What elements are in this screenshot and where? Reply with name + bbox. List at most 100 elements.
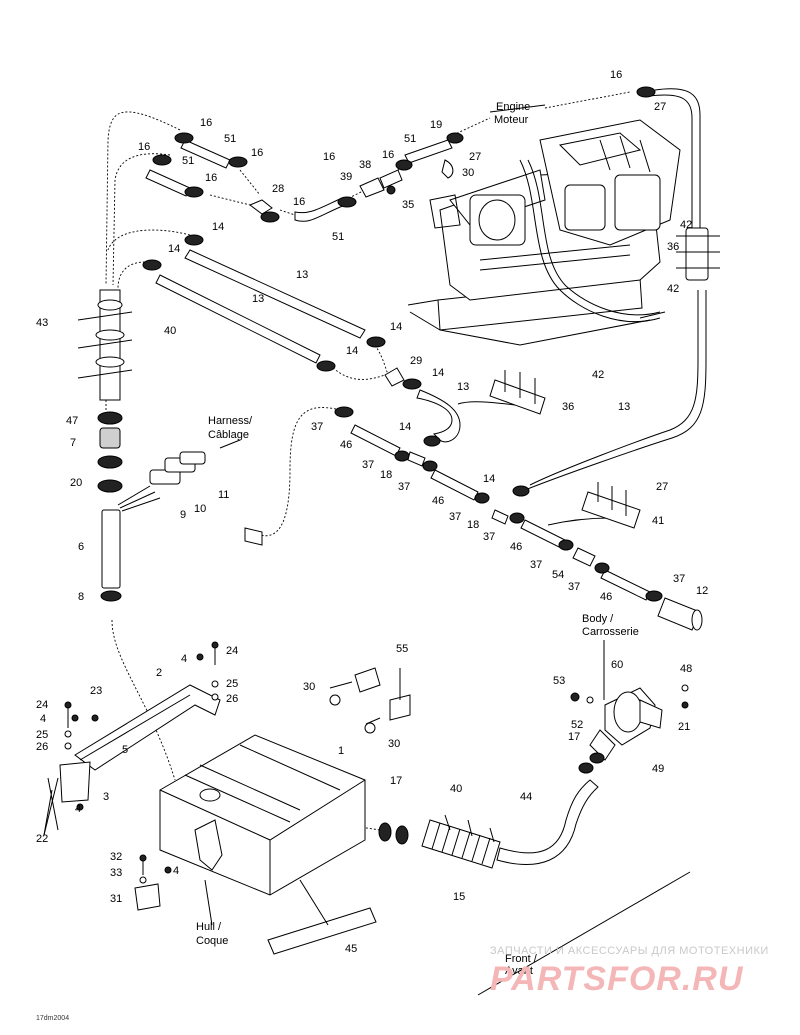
callout-number: 7: [70, 437, 76, 449]
callout-number: 51: [182, 155, 194, 167]
callout-number: 37: [311, 421, 323, 433]
callout-number: 51: [332, 231, 344, 243]
callout-number: 11: [218, 489, 229, 501]
callout-number: 14: [390, 321, 402, 333]
callout-number: 37: [568, 581, 580, 593]
callout-number: 52: [571, 719, 583, 731]
callout-number: 47: [66, 415, 78, 427]
body-label-fr: Carrosserie: [582, 626, 639, 638]
callout-number: 16: [293, 196, 305, 208]
callout-number: 25: [226, 678, 238, 690]
callout-number: 16: [200, 117, 212, 129]
callout-number: 16: [610, 69, 622, 81]
engine-label: Engine: [496, 101, 530, 113]
callout-number: 26: [226, 693, 238, 705]
callout-number: 4: [181, 653, 187, 665]
callout-number: 37: [398, 481, 410, 493]
callout-number: 17: [390, 775, 402, 787]
body-label: Body /: [582, 613, 614, 625]
callout-number: 14: [483, 473, 495, 485]
watermark-logo: PARTSFOR.RU: [490, 960, 744, 998]
callout-number: 13: [618, 401, 630, 413]
fittings: [244, 159, 720, 631]
callout-number: 27: [656, 481, 668, 493]
callout-number: 6: [78, 541, 84, 553]
callout-number: 32: [110, 851, 122, 863]
callout-number: 42: [680, 219, 692, 231]
callout-number: 30: [388, 738, 400, 750]
callout-number: 14: [432, 367, 444, 379]
callout-number: 40: [164, 325, 176, 337]
callout-number: 29: [410, 355, 422, 367]
figure-code: 17dm2004: [36, 1015, 69, 1022]
callout-number: 46: [600, 591, 612, 603]
front-label: Front /: [505, 953, 538, 965]
callout-number: 27: [654, 101, 666, 113]
tank-support-bracket: [43, 684, 221, 836]
fuel-tank: [159, 734, 366, 896]
callout-number: 4: [40, 713, 46, 725]
callout-number: 15: [453, 891, 465, 903]
callout-number: 28: [272, 183, 284, 195]
callout-number: 37: [673, 573, 685, 585]
callout-number: 13: [457, 381, 469, 393]
callout-number: 48: [680, 663, 692, 675]
callout-number: 51: [224, 133, 236, 145]
callout-number: 8: [78, 591, 84, 603]
callout-number: 13: [252, 293, 264, 305]
callout-number: 9: [180, 509, 186, 521]
callout-number: 42: [667, 283, 679, 295]
callout-number: 16: [251, 147, 263, 159]
callout-number: 20: [70, 477, 82, 489]
callout-number: 13: [296, 269, 308, 281]
callout-number: 14: [346, 345, 358, 357]
callout-number: 5: [122, 744, 128, 756]
small-hardware: [64, 641, 689, 955]
callout-number: 40: [450, 783, 462, 795]
callout-number: 53: [553, 675, 565, 687]
callout-number: 16: [205, 172, 217, 184]
callout-number: 21: [678, 721, 690, 733]
callout-number: 25: [36, 729, 48, 741]
callout-number: 49: [652, 763, 664, 775]
engine-label-fr: Moteur: [494, 114, 529, 126]
callout-number: 4: [75, 803, 81, 815]
callout-number: 60: [611, 659, 623, 671]
hull-label-fr: Coque: [196, 935, 228, 947]
callout-number: 42: [592, 369, 604, 381]
callout-number: 4: [173, 865, 179, 877]
callout-number: 55: [396, 643, 408, 655]
text-labels: Engine Moteur Harness/ Câblage Body / Ca…: [36, 101, 639, 1022]
callout-number: 1: [338, 745, 344, 757]
watermark-tagline: ЗАПЧАСТИ И АКСЕССУАРЫ ДЛЯ МОТОТЕХНИКИ: [490, 945, 769, 957]
callout-number: 54: [552, 569, 564, 581]
harness-label-fr: Câblage: [208, 429, 249, 441]
callout-number: 16: [323, 151, 335, 163]
front-label-fr: Avant: [505, 965, 533, 977]
callout-number: 18: [380, 469, 392, 481]
callout-number: 43: [36, 317, 48, 329]
fuel-filter-stack: [77, 289, 206, 602]
callout-number: 19: [430, 119, 442, 131]
callout-number: 39: [340, 171, 352, 183]
callout-number: 37: [483, 531, 495, 543]
callout-numbers: 16 27 16 51 16 16 51 16 28 16 51 16 39 3…: [36, 69, 708, 955]
callout-number: 33: [110, 867, 122, 879]
callout-number: 46: [432, 495, 444, 507]
callout-number: 37: [449, 511, 461, 523]
callout-number: 16: [138, 141, 150, 153]
callout-number: 2: [156, 667, 162, 679]
callout-number: 46: [510, 541, 522, 553]
callout-number: 45: [345, 943, 357, 955]
hose-routing: [105, 88, 707, 996]
callout-number: 26: [36, 741, 48, 753]
callout-number: 18: [467, 519, 479, 531]
callout-number: 46: [340, 439, 352, 451]
callout-number: 44: [520, 791, 532, 803]
callout-number: 38: [359, 159, 371, 171]
callout-number: 27: [469, 151, 481, 163]
callout-number: 14: [168, 243, 180, 255]
callout-number: 37: [530, 559, 542, 571]
callout-number: 17: [568, 731, 580, 743]
callout-number: 41: [652, 515, 664, 527]
